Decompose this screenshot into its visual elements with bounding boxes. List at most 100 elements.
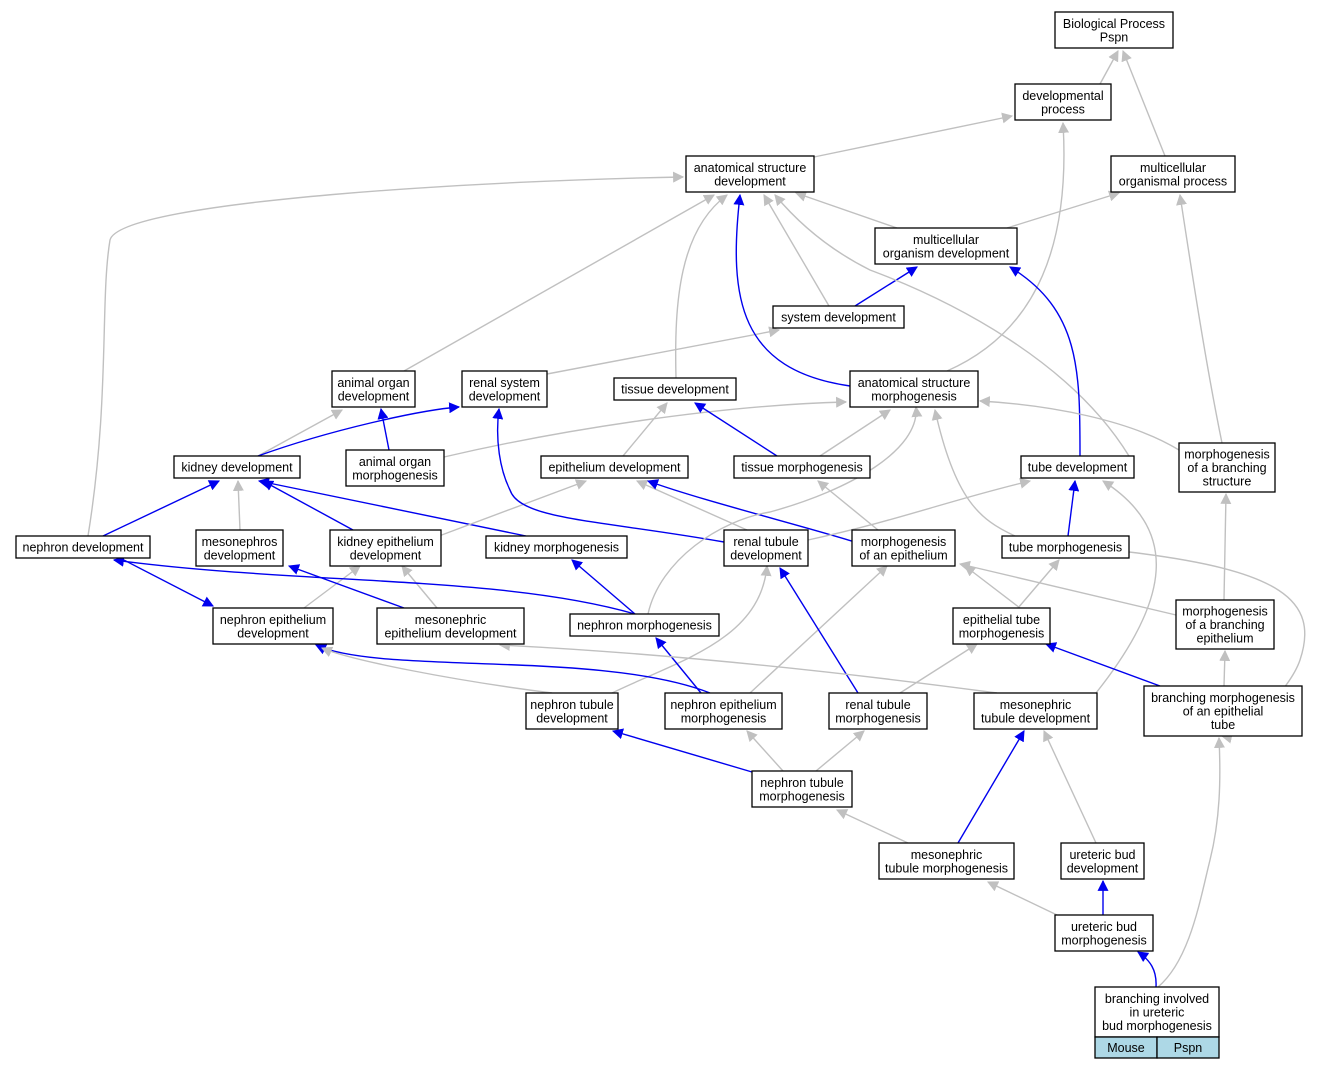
is-a-edge <box>774 194 1130 457</box>
term-node-label: anatomical structure <box>858 376 971 390</box>
is-a-edge <box>1017 559 1060 609</box>
edge-path <box>119 557 214 607</box>
term-node-epd[interactable]: epithelium development <box>540 455 689 479</box>
is-a-edge <box>401 565 438 609</box>
term-node-label: tube morphogenesis <box>1009 541 1122 555</box>
part-of-edge <box>257 477 527 537</box>
term-node-km[interactable]: kidney morphogenesis <box>485 535 628 559</box>
edge-path <box>763 194 830 307</box>
term-node-tism[interactable]: tissue morphogenesis <box>733 455 871 479</box>
term-node-tubed[interactable]: tube development <box>1020 455 1135 479</box>
term-node-label: developmental <box>1022 89 1103 103</box>
part-of-edge <box>315 644 711 694</box>
annotation-cells: Mouse Pspn <box>1094 1036 1220 1059</box>
part-of-edge <box>733 193 851 387</box>
edge-path <box>257 477 527 537</box>
edge-path <box>401 565 438 609</box>
term-node-sysdev[interactable]: system development <box>772 305 905 329</box>
part-of-edge <box>694 402 778 457</box>
is-a-edge <box>794 191 898 229</box>
term-node-tisdev[interactable]: tissue development <box>613 377 737 401</box>
edge-path <box>646 479 856 543</box>
edge-path <box>403 194 715 372</box>
cell-pspn[interactable]: Pspn <box>1156 1036 1220 1059</box>
term-node-label: nephron epithelium <box>670 698 776 712</box>
is-a-edge <box>1157 736 1225 988</box>
edge-path <box>102 480 220 537</box>
term-node-label: morphogenesis <box>1184 448 1269 462</box>
term-node-box <box>874 227 1018 265</box>
term-node-label: of an epithelium <box>859 548 947 562</box>
term-node-label: branching morphogenesis <box>1151 691 1295 705</box>
term-node-box <box>376 607 525 645</box>
term-node-box <box>1094 986 1220 1038</box>
edge-path <box>571 559 636 615</box>
term-node-tubem[interactable]: tube morphogenesis <box>1001 535 1130 559</box>
term-node-label: morphogenesis <box>835 711 920 725</box>
term-node-label: Biological Process <box>1063 17 1165 31</box>
term-node-label: tubule morphogenesis <box>885 861 1008 875</box>
term-node-nd[interactable]: nephron development <box>15 535 151 559</box>
edge-path <box>946 121 1070 372</box>
edge-path <box>1095 480 1158 694</box>
edge-path <box>498 640 998 694</box>
term-node-box <box>828 692 928 730</box>
term-node-box <box>1175 599 1275 650</box>
term-node-label: tissue development <box>621 383 729 397</box>
term-node-label: development <box>350 548 422 562</box>
term-node-label: development <box>338 389 410 403</box>
edge-path <box>978 396 1180 451</box>
edge-path <box>1099 50 1119 85</box>
term-node-label: nephron morphogenesis <box>577 619 712 633</box>
cell-pspn-label: Pspn <box>1174 1041 1203 1055</box>
edge-path <box>813 112 1014 158</box>
term-node-label: morphogenesis <box>1182 605 1267 619</box>
term-node-box <box>331 370 416 408</box>
is-a-edge <box>1176 193 1223 444</box>
edge-path <box>287 564 405 609</box>
edge-path <box>1220 492 1232 601</box>
edge-path <box>112 555 636 615</box>
term-node-box <box>525 692 619 730</box>
is-a-edge <box>498 640 998 694</box>
term-node-box <box>685 155 815 193</box>
term-node-kd[interactable]: kidney development <box>173 455 301 479</box>
cell-mouse[interactable]: Mouse <box>1094 1036 1158 1059</box>
part-of-edge <box>112 555 636 615</box>
part-of-edge <box>779 567 859 694</box>
is-a-edge <box>635 480 748 531</box>
edge-path <box>958 560 1177 616</box>
part-of-edge <box>646 479 856 543</box>
term-node-nm[interactable]: nephron morphogenesis <box>569 613 720 637</box>
